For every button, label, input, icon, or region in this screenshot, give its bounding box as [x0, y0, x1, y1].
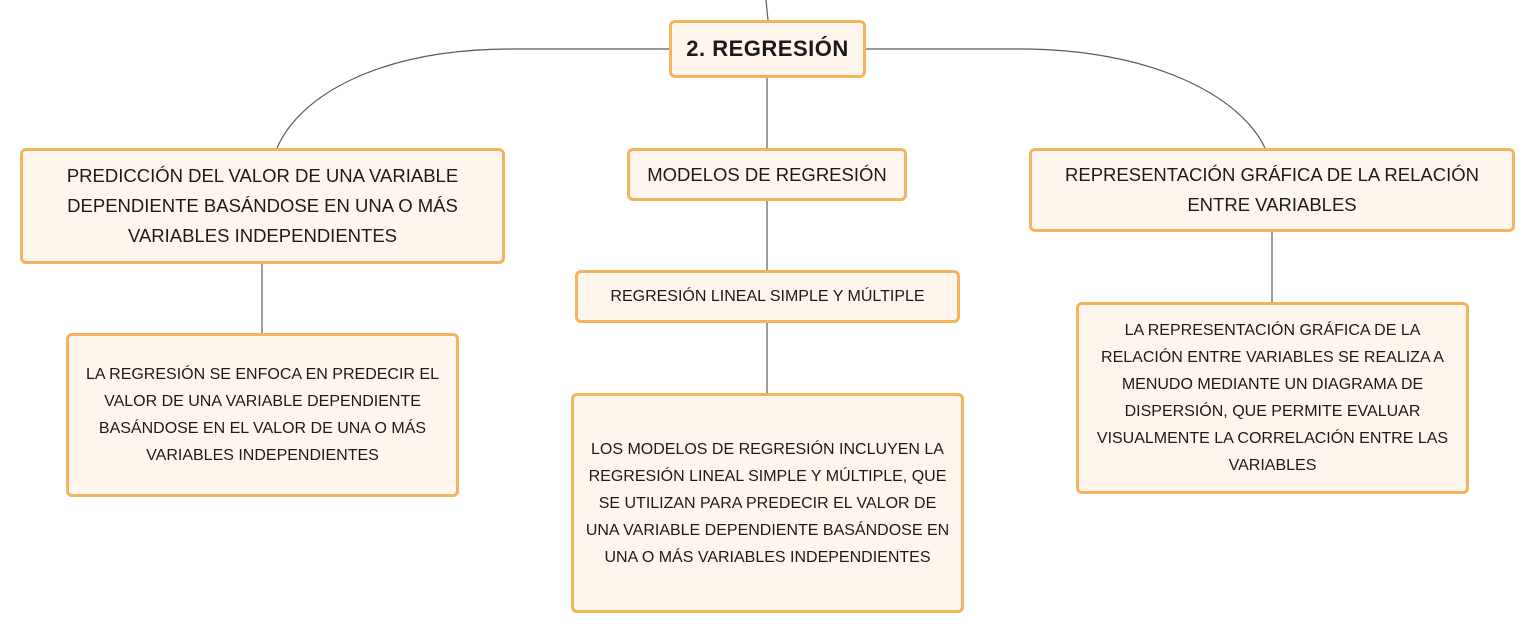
detail-node-modelos[interactable]: LOS MODELOS DE REGRESIÓN INCLUYEN LA REG… — [571, 393, 964, 613]
detail-node-modelos-label: LOS MODELOS DE REGRESIÓN INCLUYEN LA REG… — [585, 440, 950, 566]
connector-root-to-prediccion — [276, 48, 669, 149]
connector-parent-to-root — [765, 0, 769, 21]
detail-node-representacion[interactable]: LA REPRESENTACIÓN GRÁFICA DE LA RELACIÓN… — [1076, 302, 1469, 494]
detail-node-prediccion-label: LA REGRESIÓN SE ENFOCA EN PREDECIR EL VA… — [86, 366, 439, 464]
branch-node-representacion-label: REPRESENTACIÓN GRÁFICA DE LA RELACIÓN EN… — [1065, 164, 1479, 215]
branch-node-prediccion-label: PREDICCIÓN DEL VALOR DE UNA VARIABLE DEP… — [66, 165, 459, 246]
connector-root-to-representacion — [866, 48, 1266, 149]
detail-node-prediccion[interactable]: LA REGRESIÓN SE ENFOCA EN PREDECIR EL VA… — [66, 333, 459, 497]
subbranch-node-lineal-label: REGRESIÓN LINEAL SIMPLE Y MÚLTIPLE — [610, 288, 925, 305]
branch-node-modelos-label: MODELOS DE REGRESIÓN — [647, 163, 887, 185]
root-node[interactable]: 2. REGRESIÓN — [669, 20, 866, 78]
subbranch-node-lineal[interactable]: REGRESIÓN LINEAL SIMPLE Y MÚLTIPLE — [575, 270, 960, 323]
branch-node-prediccion[interactable]: PREDICCIÓN DEL VALOR DE UNA VARIABLE DEP… — [20, 148, 505, 264]
root-node-label: 2. REGRESIÓN — [686, 36, 849, 61]
detail-node-representacion-label: LA REPRESENTACIÓN GRÁFICA DE LA RELACIÓN… — [1096, 322, 1449, 474]
branch-node-modelos[interactable]: MODELOS DE REGRESIÓN — [627, 148, 907, 201]
branch-node-representacion[interactable]: REPRESENTACIÓN GRÁFICA DE LA RELACIÓN EN… — [1029, 148, 1515, 232]
